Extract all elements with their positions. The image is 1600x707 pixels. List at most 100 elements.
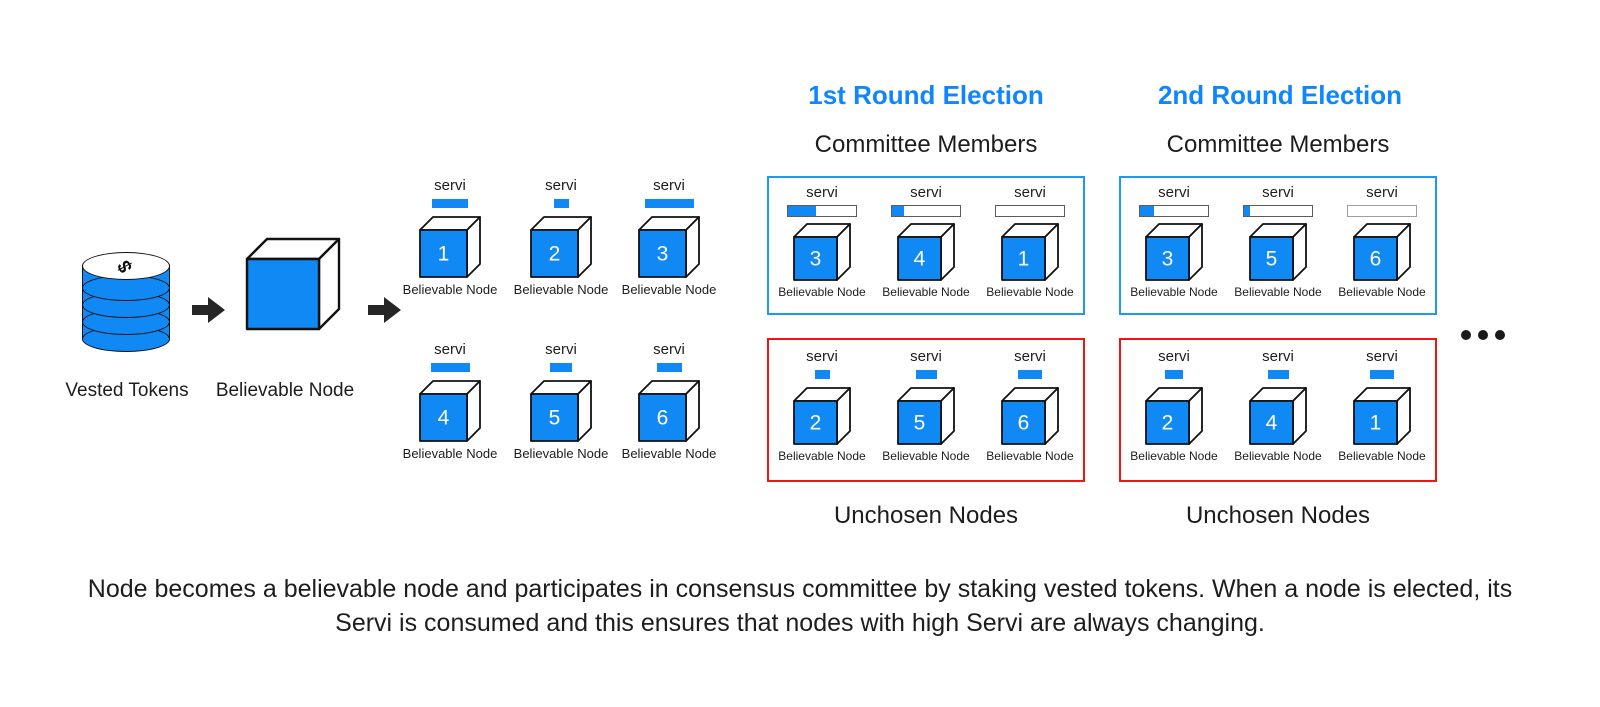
node-cube-icon: 4 (398, 380, 502, 442)
ellipsis-icon (1461, 330, 1505, 340)
node-cube-icon: 4 (874, 223, 978, 281)
servi-bar-fill (1244, 205, 1251, 216)
round-1-title: 1st Round Election (808, 80, 1044, 110)
servi-bar-wrapper (770, 204, 874, 217)
servi-bar (1018, 370, 1042, 379)
servi-bar-track (1139, 204, 1209, 217)
svg-text:3: 3 (657, 243, 669, 266)
node-caption: Believable Node (513, 446, 609, 461)
servi-bar (814, 370, 830, 379)
servi-bar-wrapper (398, 197, 502, 210)
svg-text:4: 4 (1266, 412, 1278, 435)
round-2-committee-heading: Committee Members (1166, 131, 1390, 158)
servi-bar-wrapper (1122, 204, 1226, 217)
servi-label: servi (1158, 348, 1190, 365)
servi-bar (1370, 370, 1394, 379)
node-cube-icon: 3 (617, 216, 721, 278)
node-cube-icon: 2 (1122, 387, 1226, 445)
svg-text:2: 2 (1162, 412, 1174, 435)
servi-bar-wrapper (770, 368, 874, 381)
servi-label: servi (1262, 348, 1294, 365)
servi-bar (1267, 370, 1289, 379)
servi-label: servi (1014, 184, 1046, 201)
servi-bar (915, 370, 937, 379)
servi-bar (432, 199, 468, 208)
servi-bar-track (787, 204, 857, 217)
svg-text:5: 5 (914, 412, 926, 435)
svg-text:1: 1 (1018, 248, 1030, 271)
node-caption: Believable Node (882, 449, 970, 463)
servi-bar-fill (892, 205, 905, 216)
servi-bar-wrapper (874, 368, 978, 381)
node-caption: Believable Node (1130, 285, 1218, 299)
believable-node-label: Believable Node (215, 380, 355, 401)
node-cube-icon: 3 (1122, 223, 1226, 281)
diagram-caption: Node becomes a believable node and parti… (87, 575, 1513, 637)
servi-label: servi (806, 348, 838, 365)
node-caption: Believable Node (778, 285, 866, 299)
node-caption: Believable Node (1130, 449, 1218, 463)
servi-bar-wrapper (1330, 204, 1434, 217)
svg-text:4: 4 (438, 407, 450, 430)
node-cube-icon: 1 (398, 216, 502, 278)
believable-node-cube-icon (245, 235, 341, 331)
servi-bar (1165, 370, 1183, 379)
servi-label: servi (1366, 184, 1398, 201)
node-cube-icon: 6 (978, 387, 1082, 445)
servi-bar-fill (788, 205, 816, 216)
servi-bar-wrapper (1122, 368, 1226, 381)
node-caption: Believable Node (986, 449, 1074, 463)
servi-bar (550, 363, 572, 372)
node-caption: Believable Node (1234, 449, 1322, 463)
node-caption: Believable Node (1234, 285, 1322, 299)
node-caption: Believable Node (986, 285, 1074, 299)
arrow-right-icon (192, 297, 226, 323)
round-2-title: 2nd Round Election (1157, 80, 1403, 110)
servi-bar (656, 363, 682, 372)
servi-bar (644, 199, 694, 208)
servi-bar-wrapper (874, 204, 978, 217)
round-2-unchosen-heading: Unchosen Nodes (1185, 502, 1371, 529)
node-caption: Believable Node (513, 282, 609, 297)
node-caption: Believable Node (882, 285, 970, 299)
node-cube-icon: 1 (978, 223, 1082, 281)
servi-label: servi (806, 184, 838, 201)
node-cube-icon: 6 (617, 380, 721, 442)
node-caption: Believable Node (621, 446, 717, 461)
servi-bar-track (995, 204, 1065, 217)
svg-text:2: 2 (810, 412, 822, 435)
servi-label: servi (910, 348, 942, 365)
node-caption: Believable Node (621, 282, 717, 297)
node-cube-icon: 2 (770, 387, 874, 445)
servi-bar-wrapper (509, 197, 613, 210)
coin-stack-icon: $ (82, 252, 172, 360)
round-1-committee-heading: Committee Members (814, 131, 1038, 158)
coin-top-face (82, 252, 170, 280)
svg-text:6: 6 (1018, 412, 1030, 435)
servi-bar-wrapper (509, 361, 613, 374)
svg-text:6: 6 (657, 407, 669, 430)
servi-bar-track (891, 204, 961, 217)
servi-label: servi (545, 341, 577, 358)
node-cube-icon: 2 (509, 216, 613, 278)
servi-bar-wrapper (1226, 204, 1330, 217)
svg-text:5: 5 (549, 407, 561, 430)
servi-label: servi (545, 177, 577, 194)
node-cube-icon: 5 (874, 387, 978, 445)
node-caption: Believable Node (1338, 285, 1426, 299)
svg-text:4: 4 (914, 248, 926, 271)
